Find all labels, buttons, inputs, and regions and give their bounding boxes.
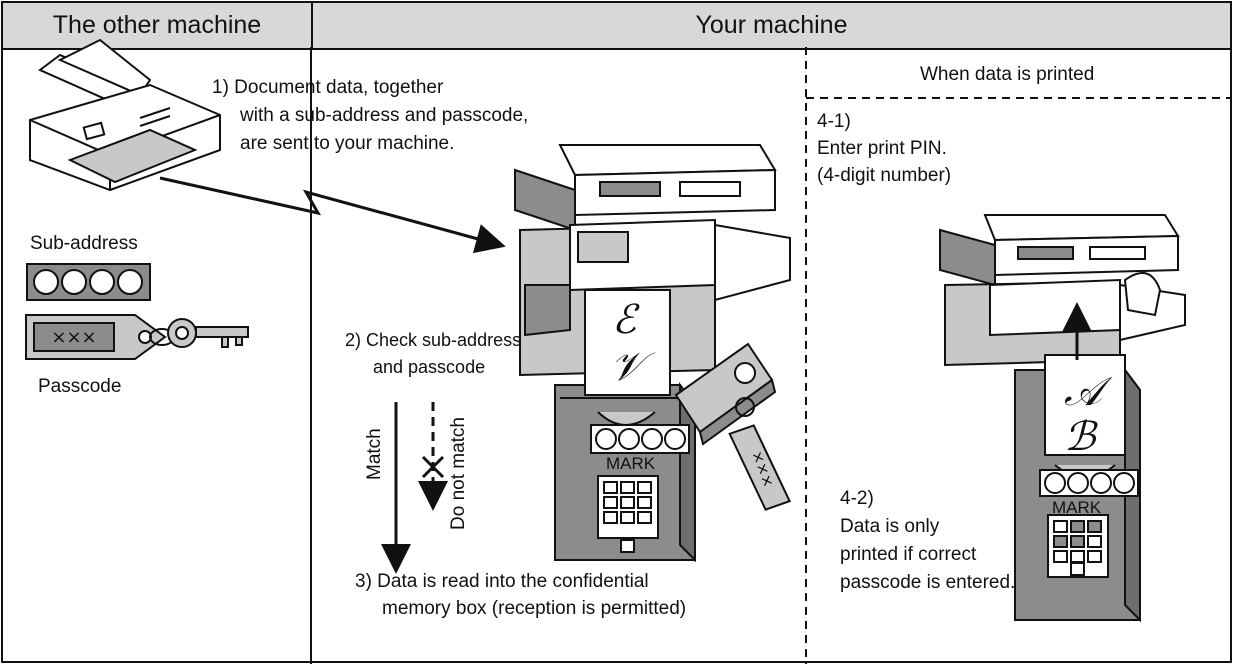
passcode-key-icon: ××× — [25, 314, 249, 360]
step4-1-line3: (4-digit number) — [817, 165, 952, 186]
step1-line3: are sent to your machine. — [240, 133, 455, 154]
step2-line2: and passcode — [373, 357, 486, 377]
memory-box-icon: ××× — [554, 289, 792, 563]
doc-letter-right-1: 𝒜 — [1064, 369, 1102, 415]
doc-letter-left-1: ℰ — [612, 297, 637, 343]
header-your-machine: Your machine — [313, 3, 1230, 50]
match-label: Match — [364, 428, 385, 480]
step4-2-line3: printed if correct — [840, 544, 977, 565]
header-your-machine-label: Your machine — [695, 11, 848, 39]
copier-with-hand-icon — [939, 214, 1186, 623]
fax-machine-icon — [29, 38, 221, 192]
step4-1-line2: Enter print PIN. — [817, 138, 947, 159]
subaddress-label: Sub-address — [30, 233, 138, 254]
doc-letter-left-2: 𝒱 — [610, 344, 644, 390]
doc-letter-right-2: ℬ — [1064, 414, 1096, 460]
print-panel-title: When data is printed — [920, 64, 1095, 85]
no-match-label: Do not match — [448, 417, 469, 530]
reject-cross-icon — [421, 455, 445, 479]
step4-2-line4: passcode is entered. — [840, 572, 1016, 593]
subaddress-box-icon — [26, 263, 151, 301]
step4-1-line1: 4-1) — [817, 111, 851, 132]
passcode-label: Passcode — [38, 376, 122, 397]
step4-2-line2: Data is only — [840, 516, 940, 537]
box-mark-label-right: MARK — [1052, 498, 1102, 517]
step4-2-line1: 4-2) — [840, 488, 874, 509]
header-other-machine: The other machine — [3, 3, 313, 50]
box-mark-label: MARK — [606, 454, 656, 473]
svg-text:×××: ××× — [51, 327, 96, 348]
step1-line2: with a sub-address and passcode, — [240, 105, 529, 126]
step1-line1: 1) Document data, together — [212, 77, 444, 98]
header-other-machine-label: The other machine — [52, 11, 262, 39]
step3-line1: 3) Data is read into the confidential — [355, 571, 649, 592]
step2-line1: 2) Check sub-address — [345, 330, 522, 350]
transmission-arrow — [159, 176, 506, 254]
step3-line2: memory box (reception is permitted) — [382, 598, 687, 619]
